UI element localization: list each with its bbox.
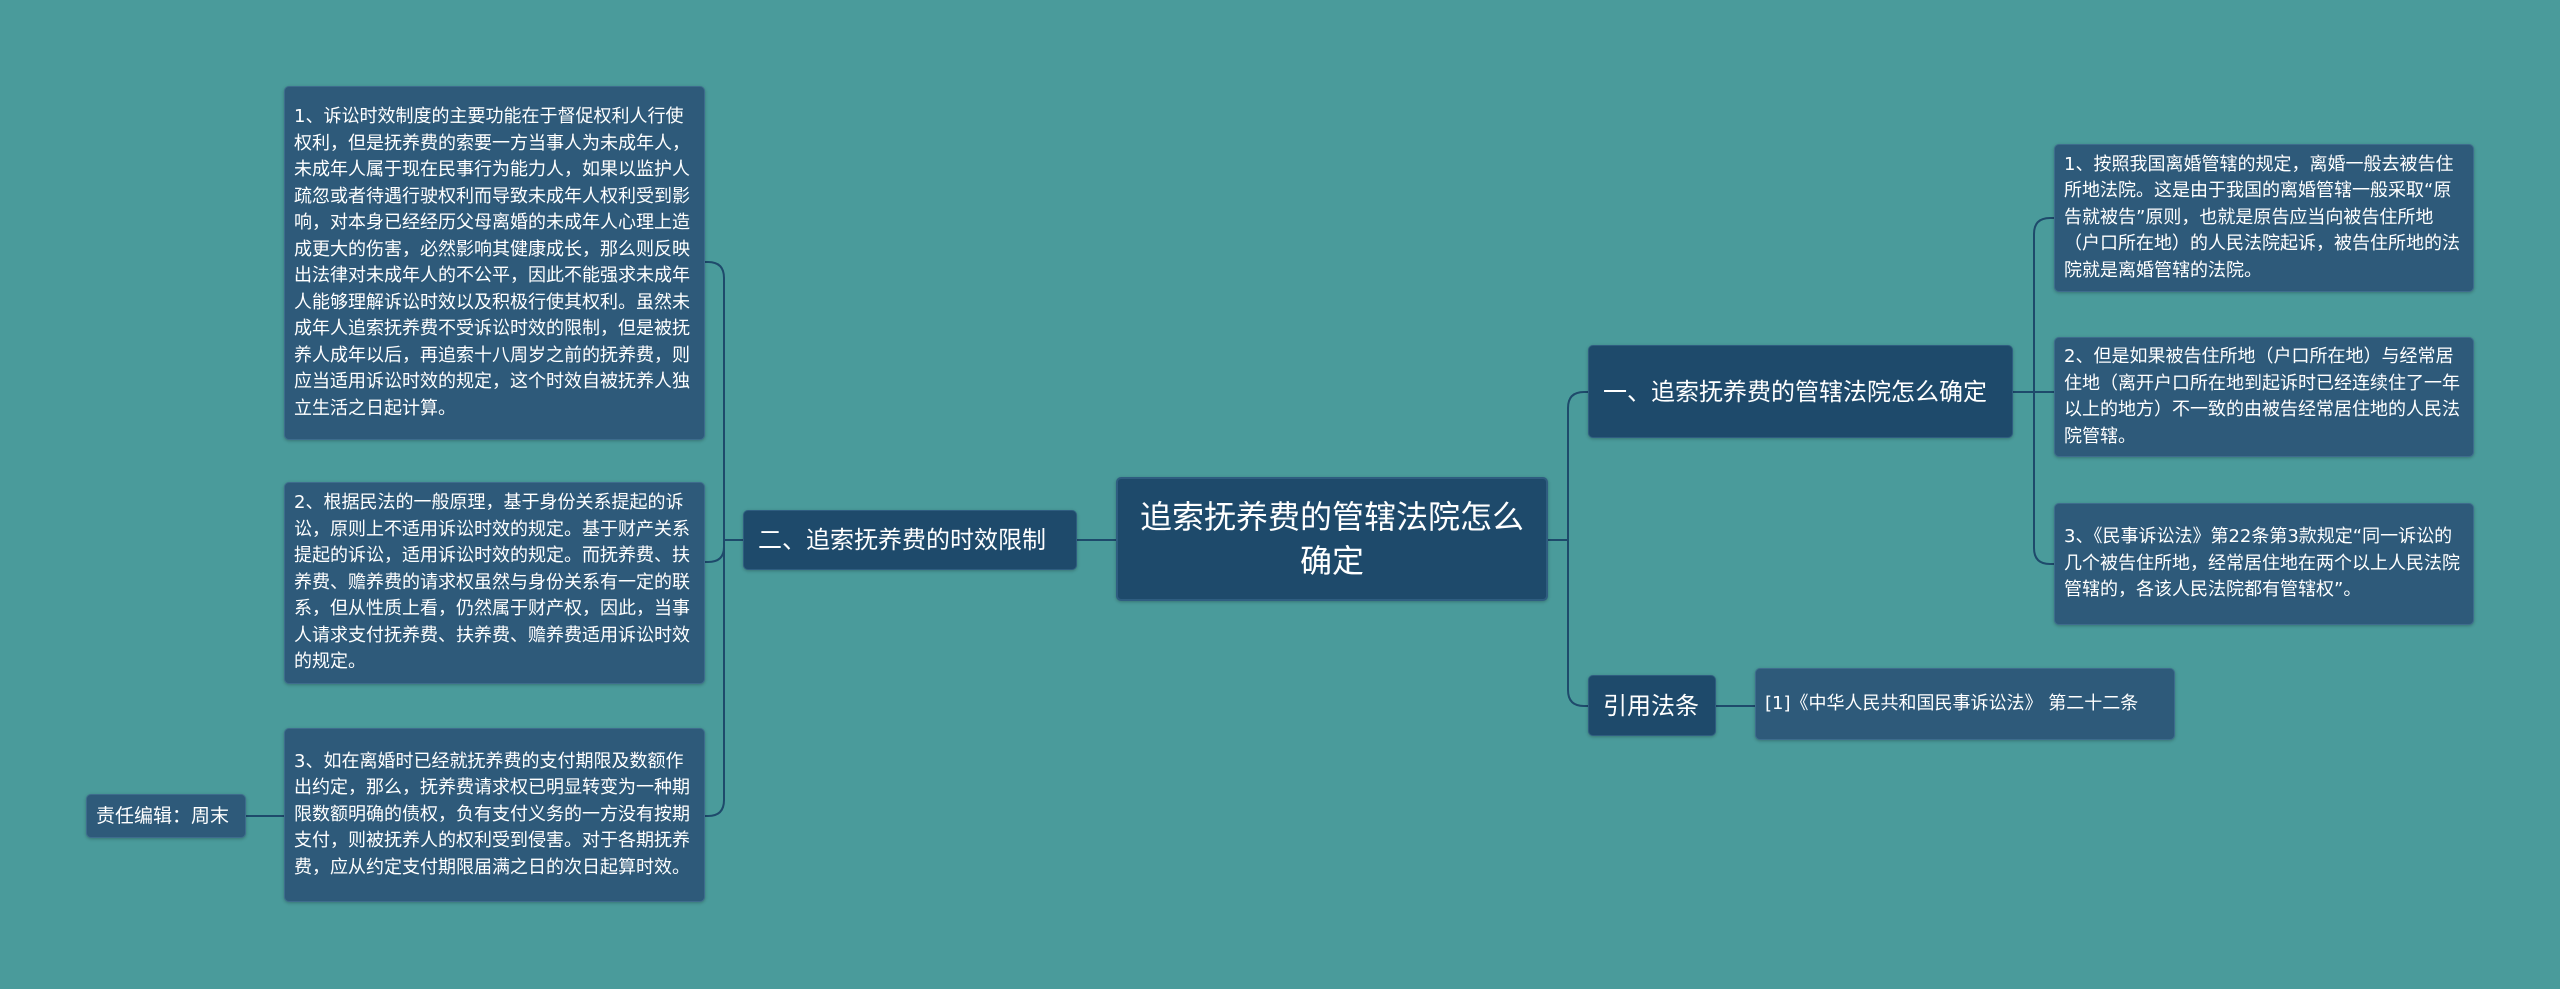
right-branch1-item-3[interactable]: 3、《民事诉讼法》第22条第3款规定“同一诉讼的几个被告住所地，经常居住地在两个… bbox=[2054, 503, 2474, 625]
link-left-branch1-item1 bbox=[705, 261, 743, 541]
list-item-text: 3、《民事诉讼法》第22条第3款规定“同一诉讼的几个被告住所地，经常居住地在两个… bbox=[2064, 526, 2460, 601]
link-left-branch1-item3 bbox=[705, 540, 725, 817]
link-left-branch1-item2 bbox=[705, 540, 725, 563]
list-item-text: [1]《中华人民共和国民事诉讼法》 第二十二条 bbox=[1765, 692, 2139, 714]
right-branch1-node[interactable]: 一、追索抚养费的管辖法院怎么确定 bbox=[1588, 345, 2013, 438]
right-branch1-label: 一、追索抚养费的管辖法院怎么确定 bbox=[1603, 377, 1987, 406]
list-item-text: 3、如在离婚时已经就抚养费的支付期限及数额作出约定，那么，抚养费请求权已明显转变… bbox=[294, 750, 690, 878]
link-center-to-right-branch2 bbox=[1567, 540, 1588, 707]
link-right-branch1-item1 bbox=[2013, 217, 2054, 393]
right-branch1-item-1[interactable]: 1、按照我国离婚管辖的规定，离婚一般去被告住所地法院。这是由于我国的离婚管辖一般… bbox=[2054, 144, 2474, 292]
list-item-text: 1、按照我国离婚管辖的规定，离婚一般去被告住所地法院。这是由于我国的离婚管辖一般… bbox=[2064, 153, 2460, 281]
left-branch1-item-3[interactable]: 3、如在离婚时已经就抚养费的支付期限及数额作出约定，那么，抚养费请求权已明显转变… bbox=[284, 728, 705, 902]
center-topic-label: 追索抚养费的管辖法院怎么确定 bbox=[1139, 498, 1524, 580]
right-branch2-label: 引用法条 bbox=[1603, 691, 1699, 720]
link-right-branch1-item3 bbox=[2033, 392, 2054, 565]
center-topic[interactable]: 追索抚养费的管辖法院怎么确定 bbox=[1116, 477, 1548, 601]
left-branch1-item-1[interactable]: 1、诉讼时效制度的主要功能在于督促权利人行使权利，但是抚养费的索要一方当事人为未… bbox=[284, 86, 705, 440]
list-item-text: 2、但是如果被告住所地（户口所在地）与经常居住地（离开户口所在地到起诉时已经连续… bbox=[2064, 346, 2460, 447]
left-branch1-node[interactable]: 二、追索抚养费的时效限制 bbox=[743, 510, 1077, 570]
list-item-text: 1、诉讼时效制度的主要功能在于督促权利人行使权利，但是抚养费的索要一方当事人为未… bbox=[294, 106, 690, 419]
link-center-to-right-branch1 bbox=[1548, 391, 1588, 541]
left-branch1-item-2[interactable]: 2、根据民法的一般原理，基于身份关系提起的诉讼，原则上不适用诉讼时效的规定。基于… bbox=[284, 482, 705, 684]
list-item-text: 2、根据民法的一般原理，基于身份关系提起的诉讼，原则上不适用诉讼时效的规定。基于… bbox=[294, 492, 690, 673]
editor-note-label: 责任编辑：周末 bbox=[96, 805, 230, 827]
left-branch1-label: 二、追索抚养费的时效限制 bbox=[758, 526, 1046, 554]
right-branch2-node[interactable]: 引用法条 bbox=[1588, 675, 1716, 736]
right-branch1-item-2[interactable]: 2、但是如果被告住所地（户口所在地）与经常居住地（离开户口所在地到起诉时已经连续… bbox=[2054, 337, 2474, 457]
right-branch2-item-1[interactable]: [1]《中华人民共和国民事诉讼法》 第二十二条 bbox=[1755, 668, 2175, 740]
editor-note[interactable]: 责任编辑：周末 bbox=[86, 794, 246, 838]
